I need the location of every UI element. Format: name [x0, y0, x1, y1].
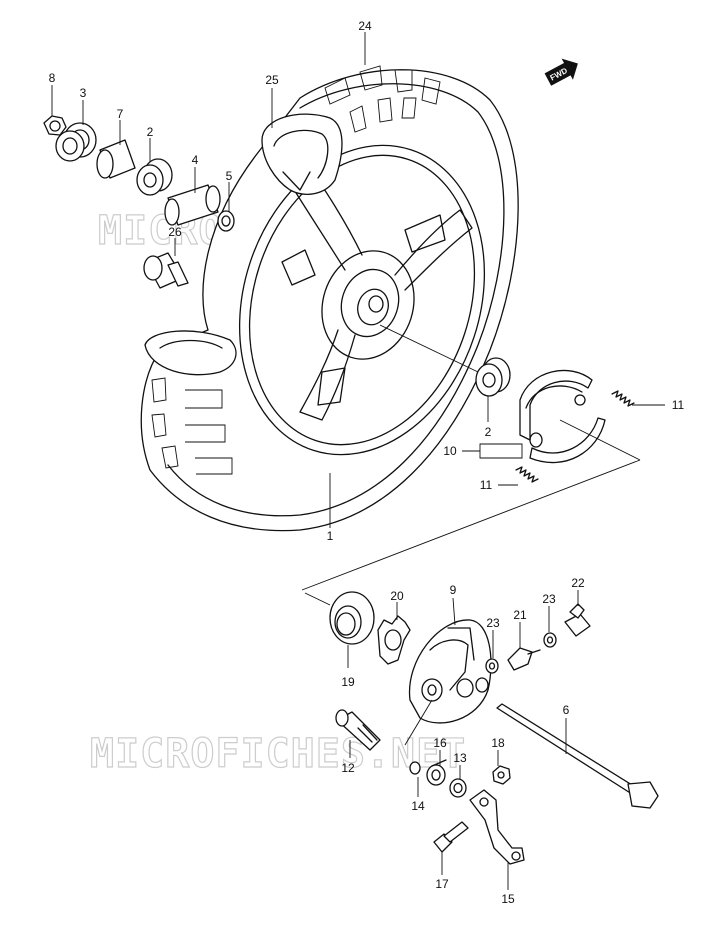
- callout-26: 26: [168, 225, 182, 239]
- axle-6: [496, 703, 659, 809]
- washer-23-right: [543, 632, 557, 648]
- watermark-bottom: MICROFICHES.NET: [90, 731, 466, 777]
- callout-7: 7: [117, 107, 124, 121]
- inner-tube: [261, 113, 343, 195]
- group-bracket-line: [301, 419, 641, 606]
- brake-shoe-set: [519, 369, 606, 464]
- callout-21: 21: [513, 608, 527, 622]
- leader-lines: [51, 32, 665, 890]
- callout-14: 14: [411, 799, 425, 813]
- callout-15: 15: [501, 892, 515, 906]
- camshaft-12: [335, 709, 381, 751]
- callout-23-right: 23: [542, 592, 556, 606]
- callout-23-left: 23: [486, 616, 500, 630]
- callout-18: 18: [491, 736, 505, 750]
- tire: [140, 69, 519, 532]
- speedometer-joint-21: [507, 647, 541, 671]
- nut-8: [43, 115, 67, 136]
- brake-arm-15: [469, 789, 525, 865]
- callout-5: 5: [226, 169, 233, 183]
- spacer-7: [96, 139, 136, 179]
- callout-2-right: 2: [485, 425, 492, 439]
- callout-17: 17: [435, 877, 449, 891]
- bolt-17: [433, 821, 469, 853]
- callout-1: 1: [327, 529, 334, 543]
- washer-23-left: [485, 658, 499, 674]
- callout-10: 10: [443, 444, 457, 458]
- callout-16: 16: [433, 736, 447, 750]
- nut-18: [492, 765, 511, 785]
- spring-16: [426, 759, 447, 786]
- spring-11-bottom: [515, 466, 539, 483]
- callout-11-bottom: 11: [480, 478, 493, 492]
- callout-22: 22: [571, 576, 585, 590]
- callout-6: 6: [563, 703, 570, 717]
- callout-9: 9: [450, 583, 457, 597]
- washer-14: [409, 761, 421, 775]
- speedometer-gear-20: [377, 615, 411, 665]
- bearing-2-left: [136, 158, 173, 196]
- wheel-assembly: [140, 65, 519, 532]
- callout-24: 24: [358, 19, 372, 33]
- callout-20: 20: [390, 589, 404, 603]
- callout-3: 3: [80, 86, 87, 100]
- collar-26: [143, 252, 189, 289]
- callout-8: 8: [49, 71, 56, 85]
- washer-5: [217, 210, 235, 232]
- callout-12: 12: [341, 761, 355, 775]
- brake-panel-9: [408, 619, 492, 724]
- spring-11-top: [611, 390, 635, 407]
- callout-11-top: 11: [672, 398, 685, 412]
- washer-13: [449, 778, 467, 798]
- callout-19: 19: [341, 675, 355, 689]
- sensor-22: [564, 603, 591, 637]
- callout-25: 25: [265, 73, 279, 87]
- callout-numbers: 24 25 8 3 7 2 4 5 26 1 2 10 11 11 19 20 …: [49, 19, 685, 906]
- bearing-3: [55, 122, 97, 162]
- callout-2-left: 2: [147, 125, 154, 139]
- fwd-arrow-icon: FWD: [544, 58, 578, 86]
- oil-seal-19: [329, 591, 375, 645]
- bearing-2-right: [475, 357, 511, 397]
- callout-4: 4: [192, 153, 199, 167]
- callout-13: 13: [453, 751, 467, 765]
